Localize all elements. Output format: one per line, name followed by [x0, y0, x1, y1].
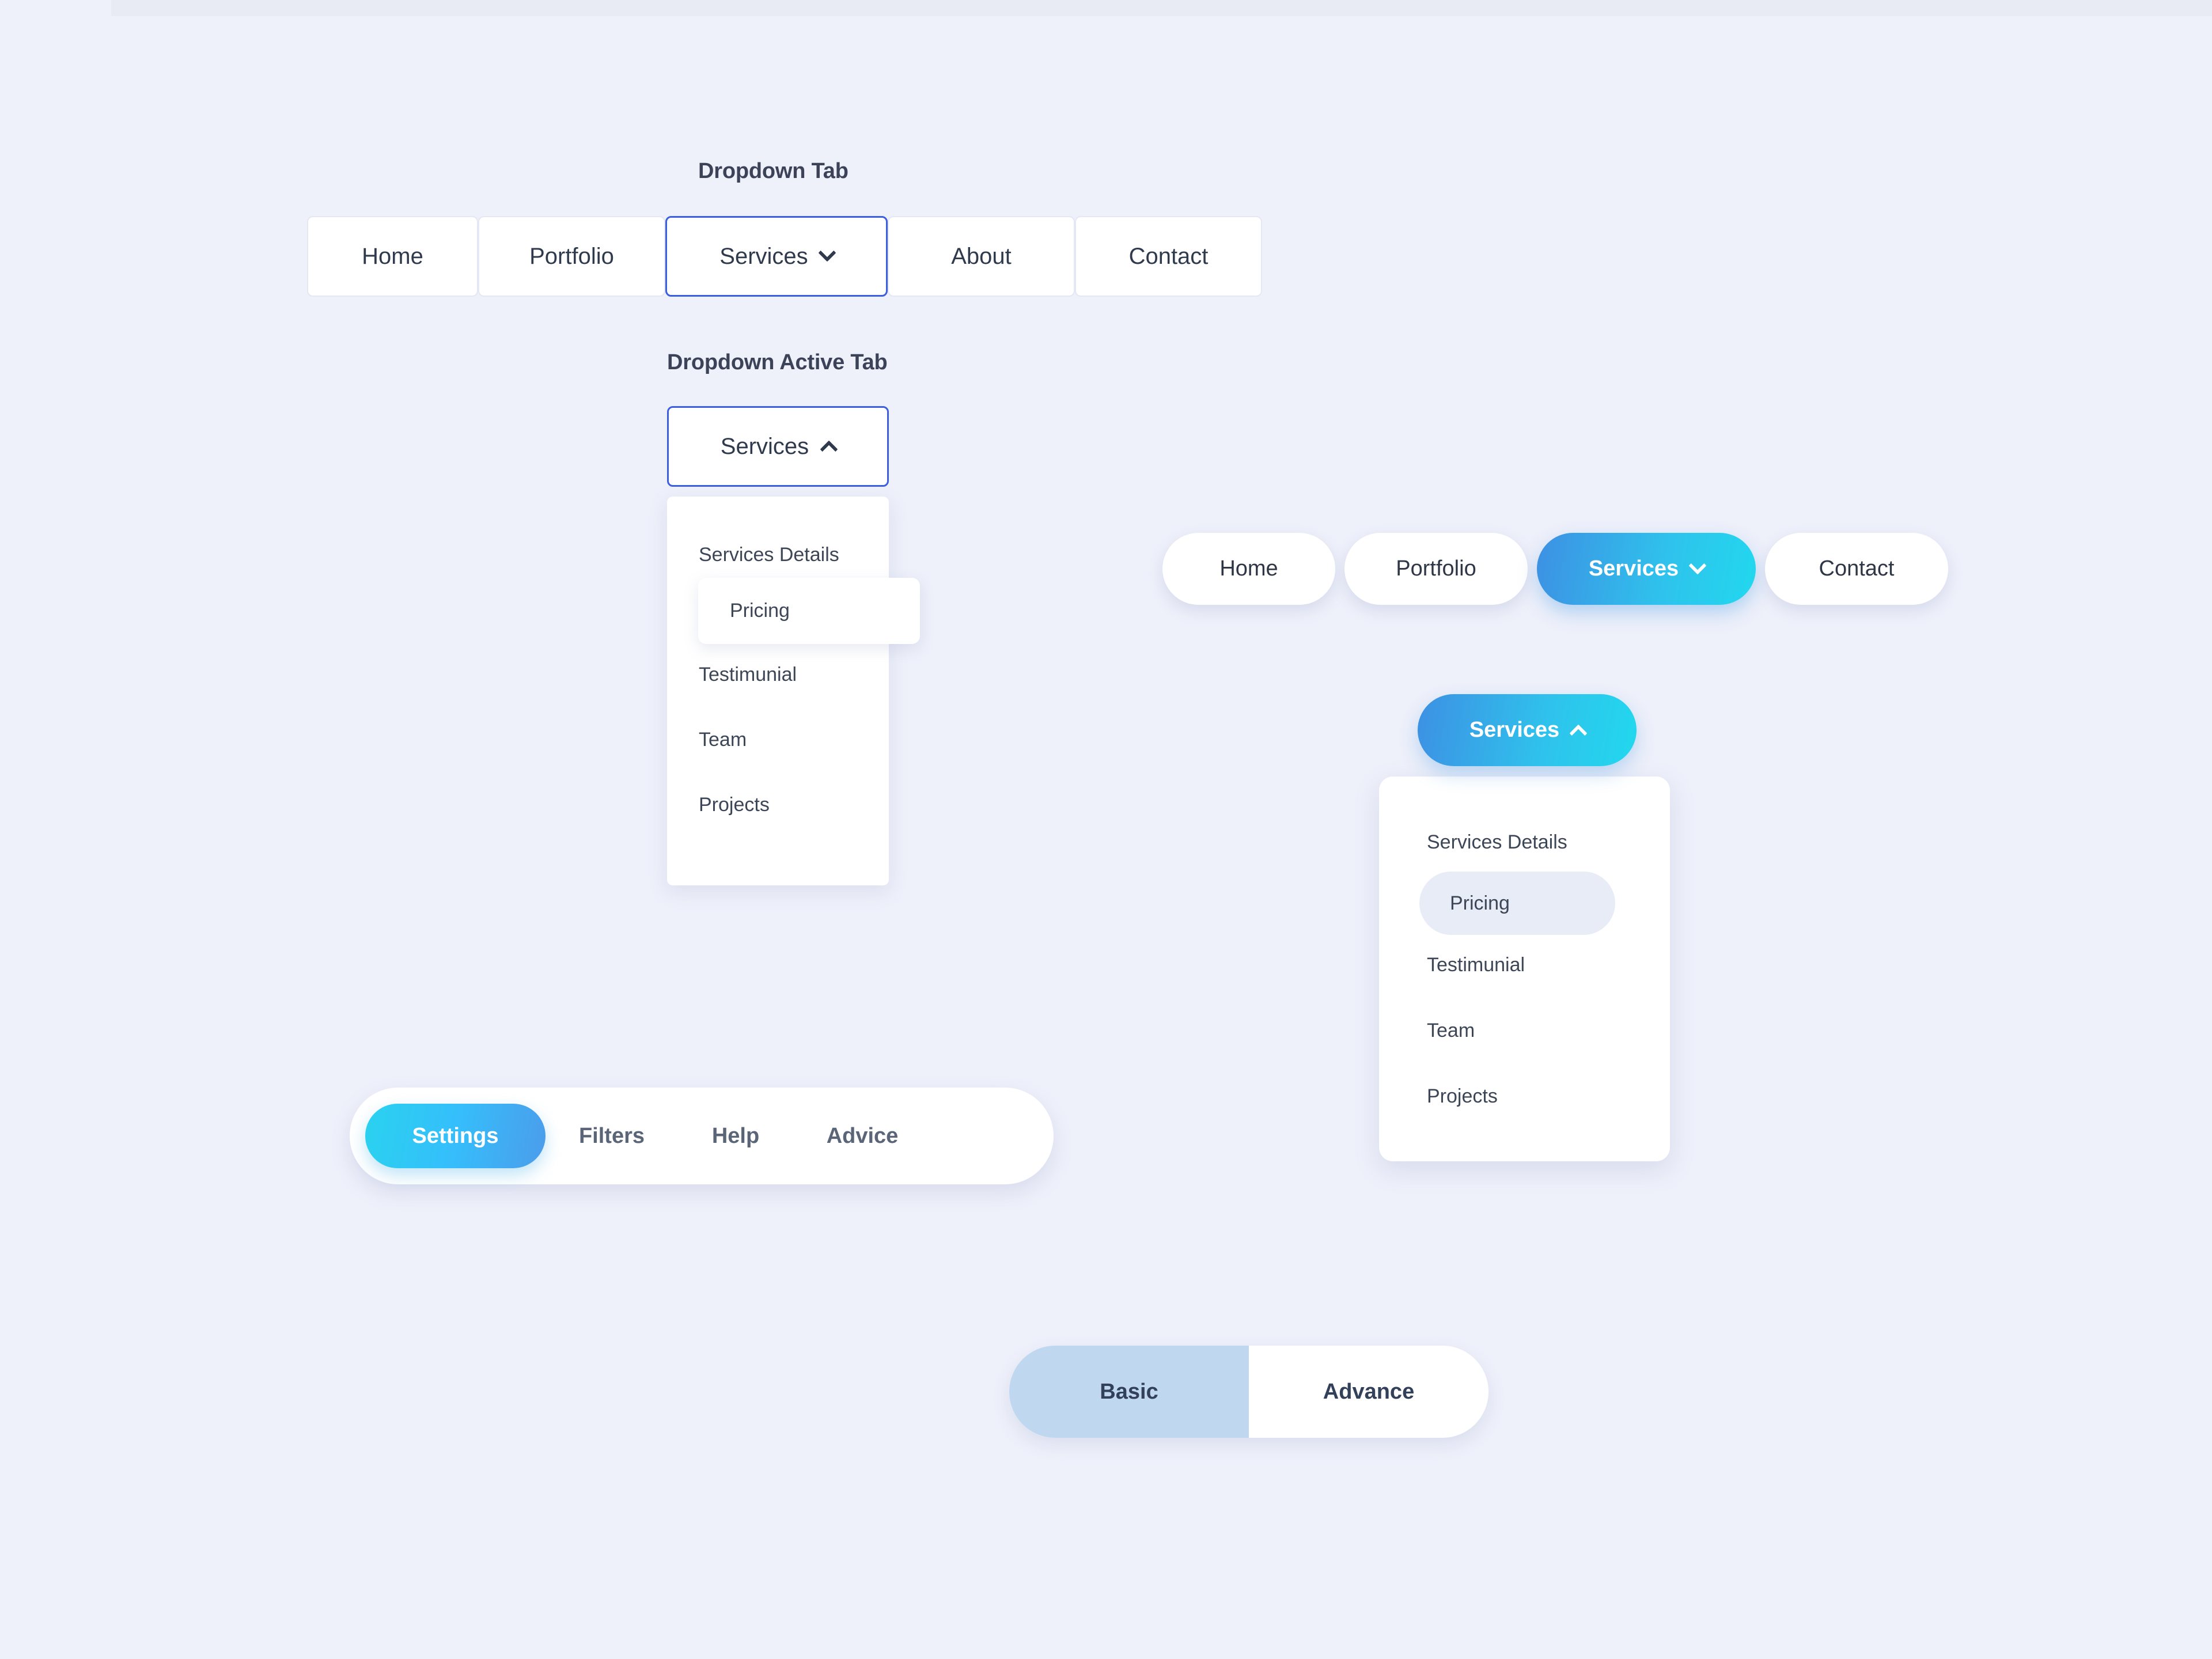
chevron-up-icon: [820, 440, 838, 459]
pill-tab-services[interactable]: Services: [1537, 533, 1756, 605]
tab-contact[interactable]: Contact: [1075, 216, 1262, 297]
pill-tab-portfolio[interactable]: Portfolio: [1344, 533, 1528, 605]
segment-help-label: Help: [711, 1123, 760, 1148]
pill-tab-services-label: Services: [1588, 556, 1679, 581]
segment-settings[interactable]: Settings: [365, 1104, 546, 1168]
chevron-down-icon: [818, 244, 836, 262]
tab-portfolio[interactable]: Portfolio: [478, 216, 665, 297]
top-background-band: [111, 0, 2212, 16]
toggle-option-advance-label: Advance: [1323, 1379, 1415, 1404]
dropdown-tab-row: Home Portfolio Services About Contact: [307, 216, 1262, 297]
pill-menu-item-pricing[interactable]: Pricing: [1419, 872, 1615, 935]
tab-services[interactable]: Services: [665, 216, 888, 297]
segmented-bar: Settings Filters Help Advice: [350, 1088, 1054, 1184]
pill-services-dropdown-trigger[interactable]: Services: [1418, 694, 1637, 766]
pill-nav-row: Home Portfolio Services Contact: [1162, 533, 1948, 605]
tab-services-label: Services: [719, 243, 808, 269]
menu-item-projects[interactable]: Projects: [699, 794, 770, 816]
pill-tab-contact-label: Contact: [1819, 556, 1895, 581]
pill-services-dropdown-panel: Services Details Testimunial Team Projec…: [1379, 777, 1670, 1161]
pill-tab-home[interactable]: Home: [1162, 533, 1335, 605]
menu-item-pricing-label: Pricing: [730, 600, 790, 622]
tab-home[interactable]: Home: [307, 216, 478, 297]
tab-portfolio-label: Portfolio: [529, 243, 614, 269]
pill-services-dropdown-trigger-label: Services: [1469, 718, 1560, 742]
pill-tab-home-label: Home: [1219, 556, 1278, 581]
toggle-option-basic-label: Basic: [1100, 1379, 1158, 1404]
segment-filters[interactable]: Filters: [546, 1104, 678, 1168]
services-dropdown-panel: Services Details Testimunial Team Projec…: [667, 497, 889, 885]
chevron-down-icon: [1688, 556, 1707, 575]
pill-tab-portfolio-label: Portfolio: [1396, 556, 1476, 581]
toggle-option-advance[interactable]: Advance: [1249, 1346, 1488, 1438]
tab-contact-label: Contact: [1128, 243, 1209, 269]
pill-menu-item-team[interactable]: Team: [1427, 1020, 1475, 1041]
pill-menu-item-testimunial[interactable]: Testimunial: [1427, 954, 1525, 976]
segment-advice[interactable]: Advice: [793, 1104, 931, 1168]
menu-item-services-details[interactable]: Services Details: [699, 544, 839, 566]
pill-tab-contact[interactable]: Contact: [1765, 533, 1948, 605]
dropdown-tab-heading: Dropdown Tab: [698, 159, 849, 183]
pill-menu-item-projects[interactable]: Projects: [1427, 1085, 1498, 1107]
pill-menu-item-services-details[interactable]: Services Details: [1427, 831, 1567, 853]
services-dropdown-trigger[interactable]: Services: [667, 406, 889, 487]
segment-filters-label: Filters: [578, 1123, 645, 1148]
services-dropdown-trigger-label: Services: [720, 433, 809, 459]
tab-home-label: Home: [362, 243, 423, 269]
menu-item-team[interactable]: Team: [699, 729, 747, 751]
segment-help[interactable]: Help: [678, 1104, 793, 1168]
basic-advance-toggle: Basic Advance: [1009, 1346, 1488, 1438]
tab-about[interactable]: About: [888, 216, 1075, 297]
menu-item-pricing[interactable]: Pricing: [698, 578, 920, 644]
tab-about-label: About: [951, 243, 1012, 269]
dropdown-active-tab-heading: Dropdown Active Tab: [667, 350, 888, 374]
chevron-up-icon: [1569, 724, 1588, 743]
toggle-option-basic[interactable]: Basic: [1009, 1346, 1249, 1438]
segment-advice-label: Advice: [826, 1123, 899, 1148]
segment-settings-label: Settings: [412, 1123, 499, 1148]
menu-item-testimunial[interactable]: Testimunial: [699, 664, 797, 685]
pill-menu-item-pricing-label: Pricing: [1450, 892, 1510, 914]
